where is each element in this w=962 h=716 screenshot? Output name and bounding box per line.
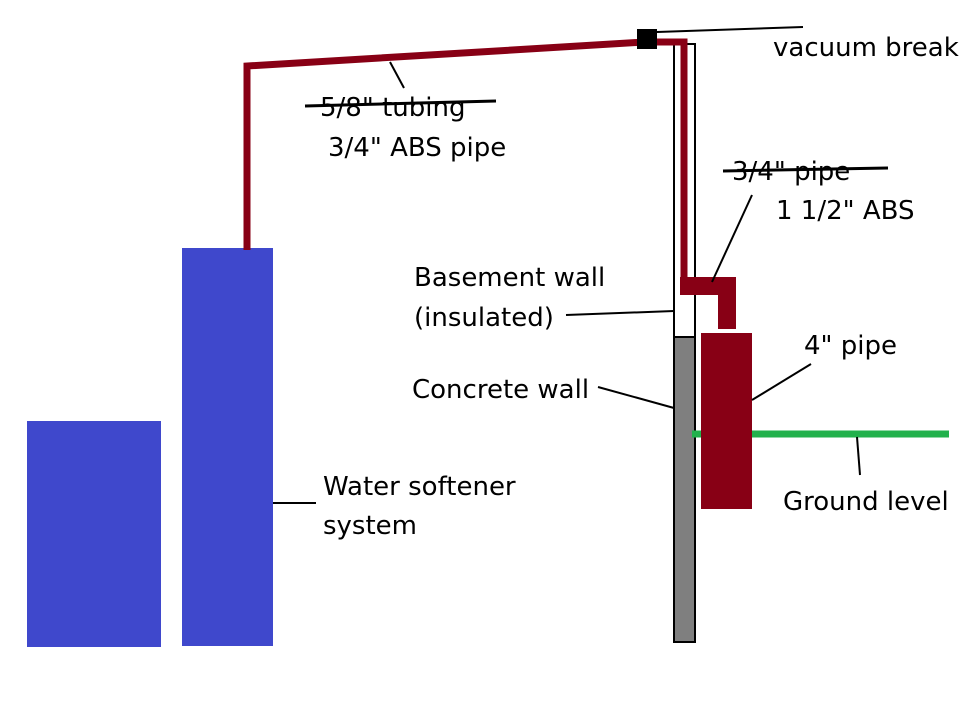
tubing-old-label: 5/8" tubing bbox=[320, 93, 465, 123]
tubing-strikethrough bbox=[304, 99, 497, 108]
ground-level-label: Ground level bbox=[783, 487, 949, 517]
pipe-4-inch-label: 4" pipe bbox=[804, 331, 897, 361]
pipe-old-label: 3/4" pipe bbox=[732, 157, 850, 187]
vacuum-break bbox=[637, 29, 657, 49]
softener-brine-tank bbox=[27, 421, 161, 647]
concrete-wall-leader bbox=[597, 386, 675, 409]
wall-drain-pipe bbox=[650, 38, 688, 290]
pipe-4-inch-leader bbox=[751, 363, 812, 401]
basement-wall-label: Basement wall bbox=[414, 263, 605, 293]
water-softener-sublabel: system bbox=[323, 511, 417, 541]
pipe-4-inch bbox=[701, 333, 752, 509]
basement-wall-leader bbox=[565, 310, 675, 316]
softener-drain-pipe bbox=[243, 38, 646, 250]
concrete-wall-label: Concrete wall bbox=[412, 375, 589, 405]
vacuum-break-label: vacuum break bbox=[773, 33, 959, 63]
pipe-strikethrough bbox=[722, 166, 889, 173]
abs-elbow-leader bbox=[711, 194, 753, 283]
pipe-elbow-vertical bbox=[718, 277, 736, 329]
basement-wall-sublabel: (insulated) bbox=[414, 303, 554, 333]
abs-elbow-label: 1 1/2" ABS bbox=[776, 196, 915, 226]
ground-level-leader bbox=[856, 436, 861, 476]
abs-pipe-label: 3/4" ABS pipe bbox=[328, 133, 506, 163]
abs-pipe-leader bbox=[389, 61, 405, 89]
softener-resin-tank bbox=[182, 248, 273, 646]
concrete-wall bbox=[673, 336, 696, 643]
water-softener-label: Water softener bbox=[323, 472, 516, 502]
vacuum-break-leader bbox=[656, 26, 804, 33]
